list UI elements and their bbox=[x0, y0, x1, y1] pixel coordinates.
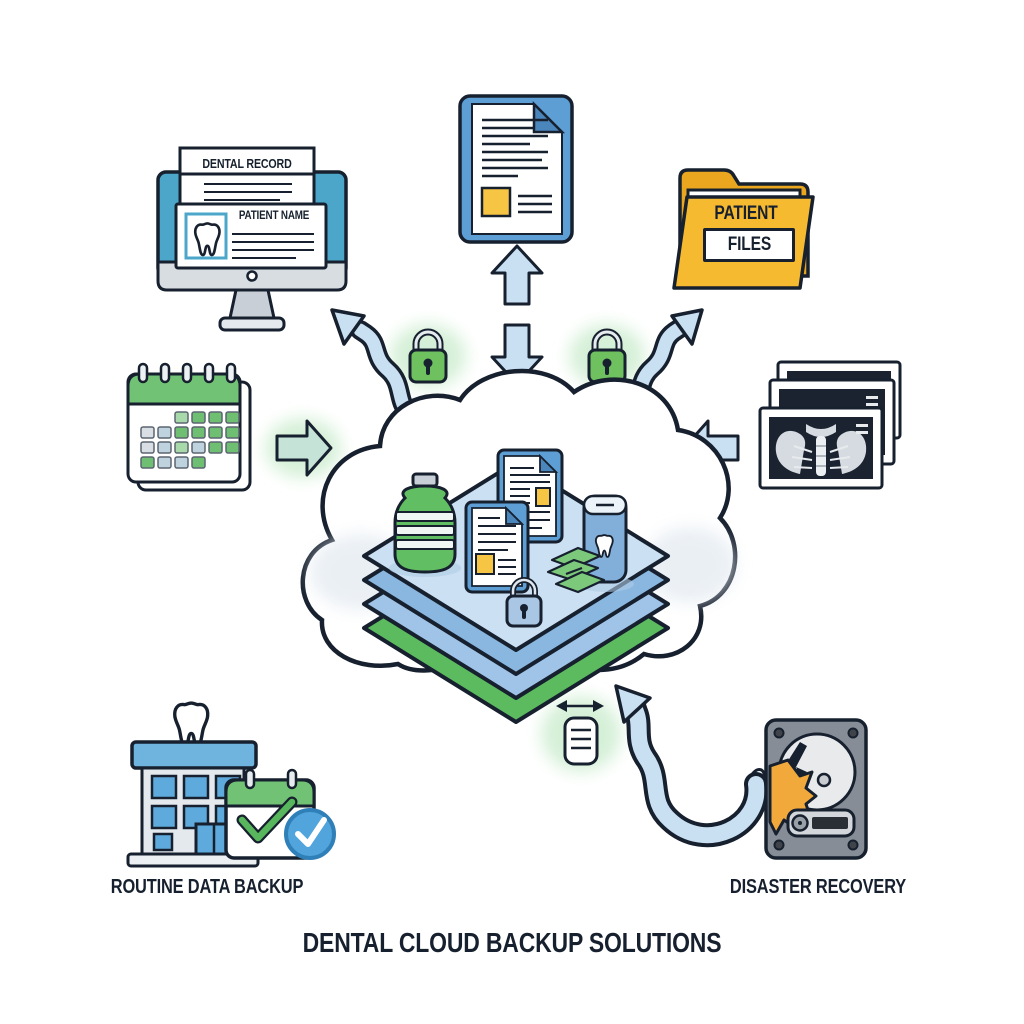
lock-icon bbox=[587, 328, 627, 384]
calendar-cell bbox=[225, 411, 240, 424]
caption-disaster-recovery: DISASTER RECOVERY bbox=[729, 875, 907, 898]
arrow-right-icon bbox=[275, 419, 333, 477]
patient-card-header: PATIENT NAME bbox=[238, 208, 310, 222]
calendar-cell bbox=[157, 426, 172, 439]
calendar-cell bbox=[191, 411, 206, 424]
monitor-doc-header: DENTAL RECORD bbox=[202, 155, 292, 171]
calendar-cell bbox=[225, 426, 240, 439]
calendar-icon bbox=[126, 362, 252, 492]
server-doc-icon bbox=[563, 716, 599, 766]
calendar-cell bbox=[174, 441, 189, 454]
calendar-cell bbox=[174, 426, 189, 439]
calendar-grid bbox=[140, 411, 240, 469]
calendar-cell bbox=[225, 441, 240, 454]
tooth-icon bbox=[173, 701, 210, 748]
calendar-cell bbox=[208, 411, 223, 424]
calendar-cell bbox=[140, 441, 155, 454]
calendar-cell bbox=[208, 441, 223, 454]
calendar-cell bbox=[191, 426, 206, 439]
curved-arrow-to-monitor bbox=[330, 308, 420, 424]
padlock-icon bbox=[505, 577, 543, 628]
hard-drive-icon bbox=[764, 718, 868, 860]
calendar-cell bbox=[191, 456, 206, 469]
calendar-cell bbox=[140, 426, 155, 439]
clinic-building-icon bbox=[126, 701, 336, 868]
lock-icon bbox=[408, 328, 448, 384]
calendar-cell bbox=[157, 441, 172, 454]
page-title: DENTAL CLOUD BACKUP SOLUTIONS bbox=[302, 927, 722, 958]
stack-document-front bbox=[464, 500, 530, 594]
calendar-cell bbox=[174, 456, 189, 469]
power-dot bbox=[246, 270, 258, 282]
calendar-cell bbox=[140, 456, 155, 469]
sync-arrows-icon bbox=[556, 700, 604, 766]
calendar-cell bbox=[157, 456, 172, 469]
monitor-icon bbox=[156, 146, 348, 332]
arrow-up-icon bbox=[490, 244, 544, 306]
curved-arrow-recovery bbox=[614, 684, 769, 848]
xray-stack-icon bbox=[758, 360, 902, 490]
patient-name-card bbox=[174, 202, 328, 270]
bottle-icon bbox=[389, 472, 461, 577]
crack-icon bbox=[785, 742, 807, 792]
caption-routine-backup: ROUTINE DATA BACKUP bbox=[110, 875, 304, 898]
money-icon bbox=[546, 546, 606, 594]
stack-document-back bbox=[496, 448, 564, 544]
folder-label-patient: PATIENT bbox=[714, 203, 778, 224]
folder-files-box: FILES bbox=[703, 228, 795, 262]
check-badge-icon bbox=[284, 808, 336, 860]
calendar-cell bbox=[174, 411, 189, 424]
document-icon bbox=[458, 94, 574, 244]
folder-label-files: FILES bbox=[727, 234, 771, 255]
calendar-cell bbox=[208, 426, 223, 439]
calendar-cell bbox=[191, 441, 206, 454]
xray-front bbox=[758, 406, 884, 490]
